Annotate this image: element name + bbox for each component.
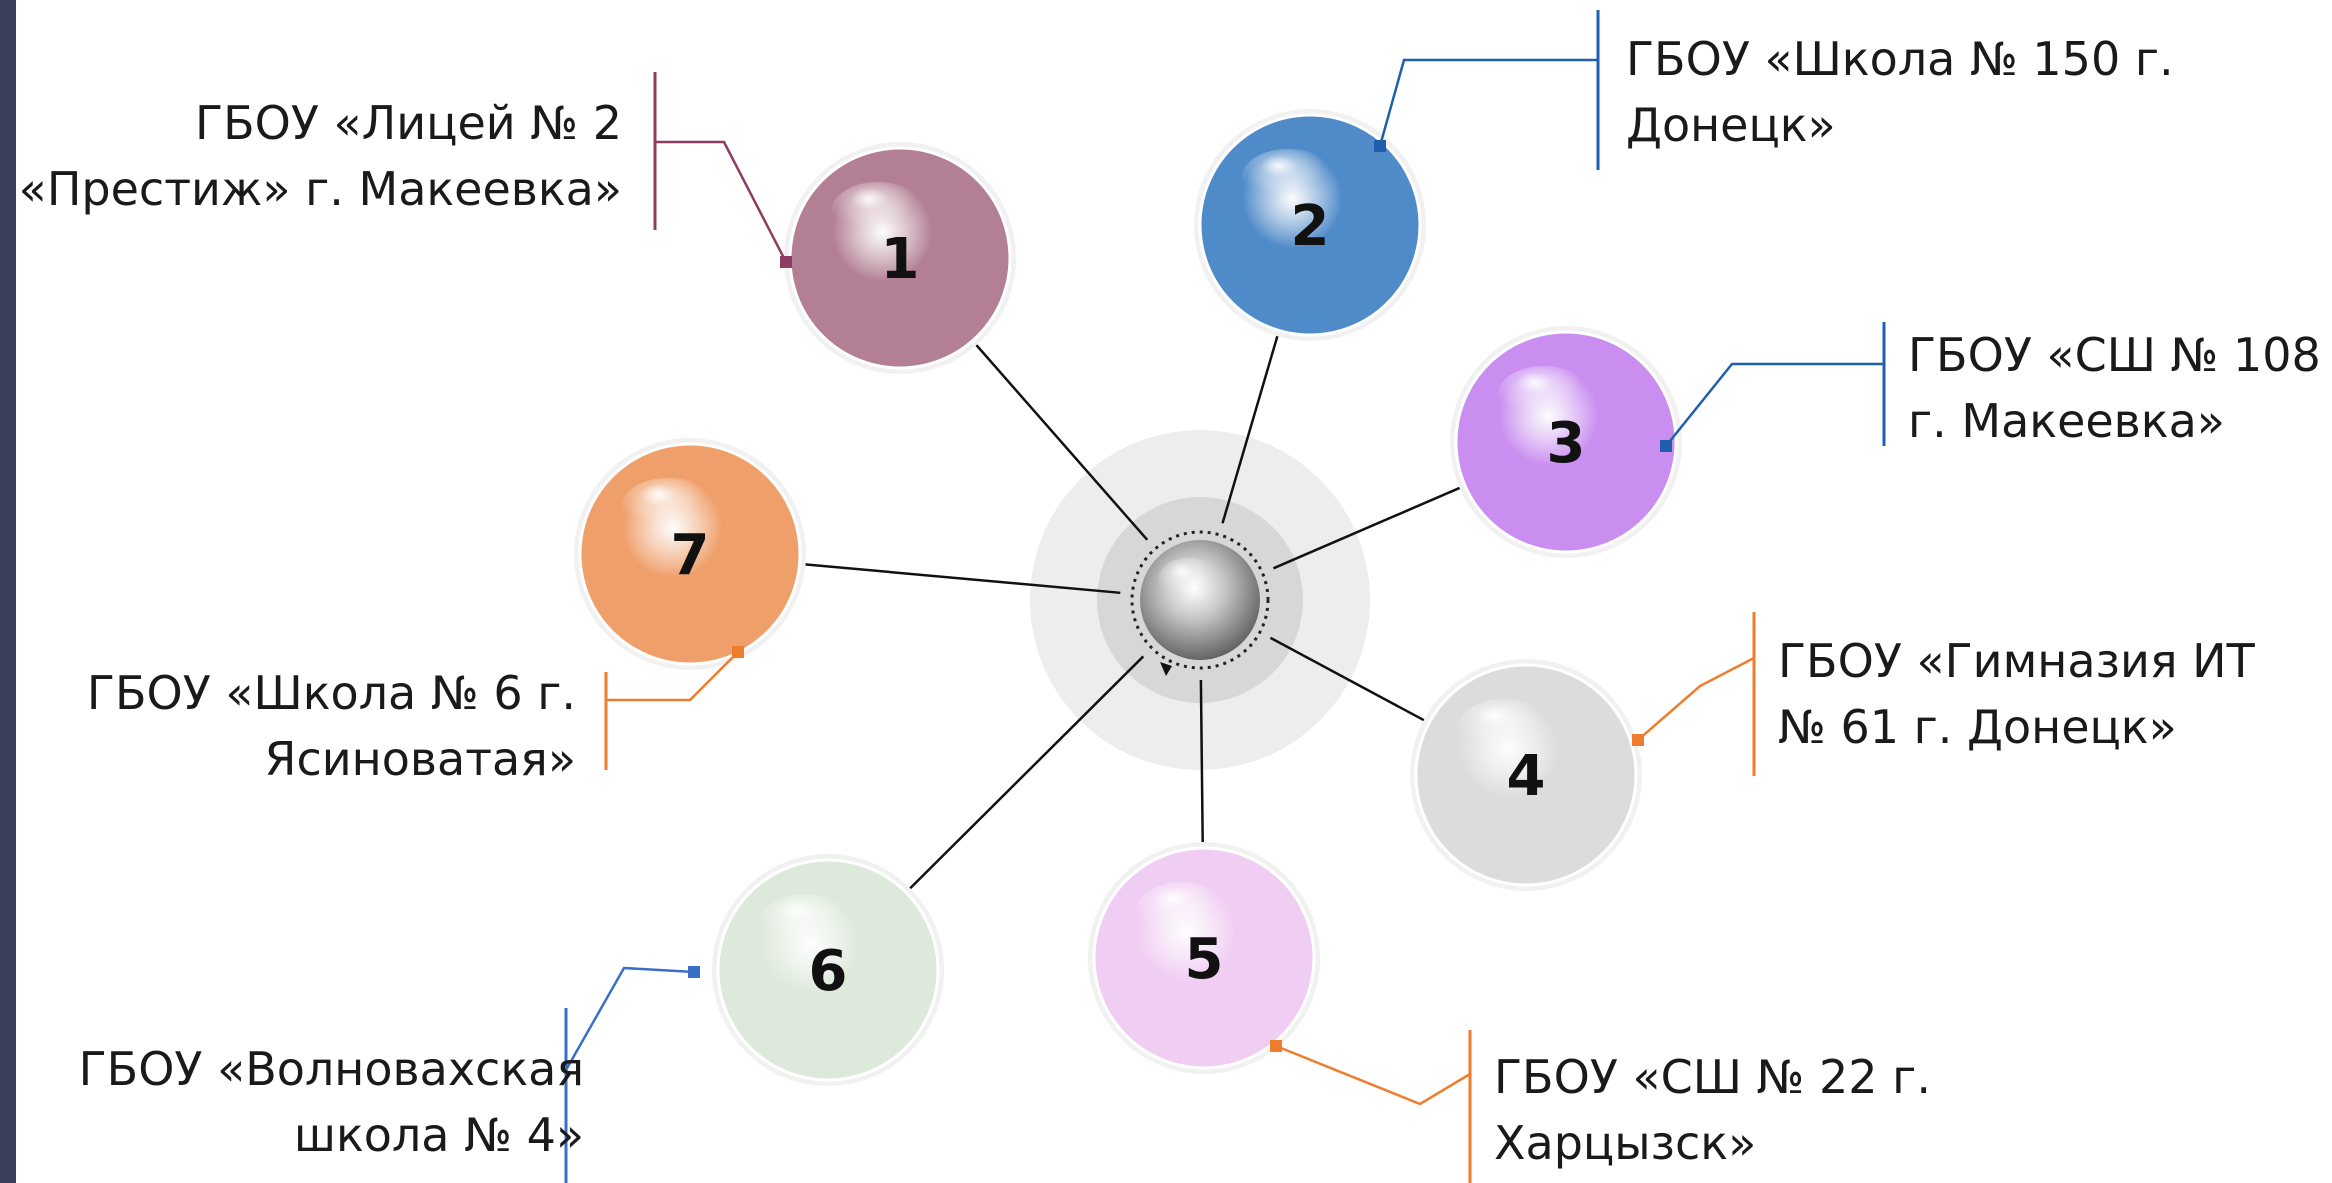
node-4-leader-dot [1632, 734, 1644, 746]
node-3-label-line-1: ГБОУ «СШ № 108 [1908, 328, 2321, 382]
node-1-leader [655, 140, 788, 263]
node-5-leader-dot [1270, 1040, 1282, 1052]
node-4-label-line-2: № 61 г. Донецк» [1778, 700, 2177, 754]
spoke-4 [1269, 636, 1427, 723]
node-7-label-line-2: Ясиноватая» [264, 732, 576, 786]
node-4-number: 4 [1507, 744, 1546, 809]
spoke-5 [1199, 679, 1204, 845]
node-6-leader [564, 966, 695, 1071]
node-1-label: ГБОУ «Лицей № 2 «Престиж» г. Макеевка» [0, 90, 622, 222]
node-5-label: ГБОУ «СШ № 22 г. Харцызск» [1494, 1044, 1931, 1176]
node-6-number: 6 [809, 939, 848, 1004]
node-1-label-line-2: «Престиж» г. Макеевка» [18, 162, 622, 216]
node-7-label: ГБОУ «Школа № 6 г. Ясиноватая» [0, 660, 576, 792]
node-5-label-line-1: ГБОУ «СШ № 22 г. [1494, 1050, 1931, 1104]
node-6: 6 [564, 854, 944, 1183]
node-3: 3 [1450, 322, 1886, 558]
hub-dotted-ring [1130, 530, 1270, 670]
node-2-number: 2 [1291, 194, 1330, 259]
node-1: 1 [653, 72, 1016, 374]
node-6-leader-dot [688, 966, 700, 978]
node-4-label: ГБОУ «Гимназия ИТ № 61 г. Донецк» [1778, 628, 2255, 760]
node-7: 7 [574, 438, 806, 770]
spoke-3 [1272, 486, 1462, 570]
node-6-label-line-2: школа № 4» [293, 1108, 584, 1162]
node-3-leader-dot [1660, 440, 1672, 452]
spoke-1 [974, 342, 1149, 541]
node-6-label-line-1: ГБОУ «Волновахская [78, 1042, 584, 1096]
hub-arrow-icon [1160, 662, 1172, 676]
spoke-6 [907, 655, 1145, 891]
node-2: 2 [1194, 10, 1600, 341]
node-2-leader [1378, 58, 1598, 147]
node-2-label-line-1: ГБОУ «Школа № 150 г. [1626, 32, 2174, 86]
spokes [803, 334, 1462, 891]
node-4: 4 [1410, 612, 1756, 891]
node-1-label-line-1: ГБОУ «Лицей № 2 [195, 96, 622, 150]
node-5-number: 5 [1185, 927, 1224, 992]
node-3-number: 3 [1547, 411, 1586, 476]
left-edge-bar [0, 0, 16, 1183]
node-7-gloss [622, 478, 714, 534]
node-7-leader-dot [732, 646, 744, 658]
node-2-label-line-2: Донецк» [1626, 98, 1836, 152]
node-7-number: 7 [671, 523, 710, 588]
node-4-gloss [1458, 699, 1550, 755]
node-3-label-line-2: г. Макеевка» [1908, 394, 2225, 448]
node-5-leader [1275, 1044, 1471, 1106]
node-5-label-line-2: Харцызск» [1494, 1116, 1757, 1170]
spoke-2 [1221, 334, 1280, 524]
node-3-leader [1665, 362, 1884, 447]
hub-sphere-gloss [1158, 558, 1218, 602]
spoke-7 [803, 562, 1121, 595]
node-3-label: ГБОУ «СШ № 108 г. Макеевка» [1908, 322, 2321, 454]
node-1-leader-dot [780, 256, 792, 268]
node-1-number: 1 [881, 227, 920, 292]
nodes: 1 2 3 4 5 6 7 [564, 10, 1886, 1183]
node-1-gloss [832, 182, 924, 238]
node-2-label: ГБОУ «Школа № 150 г. Донецк» [1626, 26, 2174, 158]
node-5-gloss [1136, 882, 1228, 938]
node-3-gloss [1498, 366, 1590, 422]
node-2-gloss [1242, 149, 1334, 205]
node-4-leader [1637, 656, 1755, 741]
node-7-leader [606, 651, 739, 702]
node-4-label-line-1: ГБОУ «Гимназия ИТ [1778, 634, 2255, 688]
node-7-label-line-1: ГБОУ «Школа № 6 г. [86, 666, 576, 720]
node-5: 5 [1088, 842, 1472, 1183]
node-2-leader-dot [1374, 140, 1386, 152]
node-6-gloss [760, 894, 852, 950]
node-6-label: ГБОУ «Волновахская школа № 4» [0, 1036, 584, 1168]
